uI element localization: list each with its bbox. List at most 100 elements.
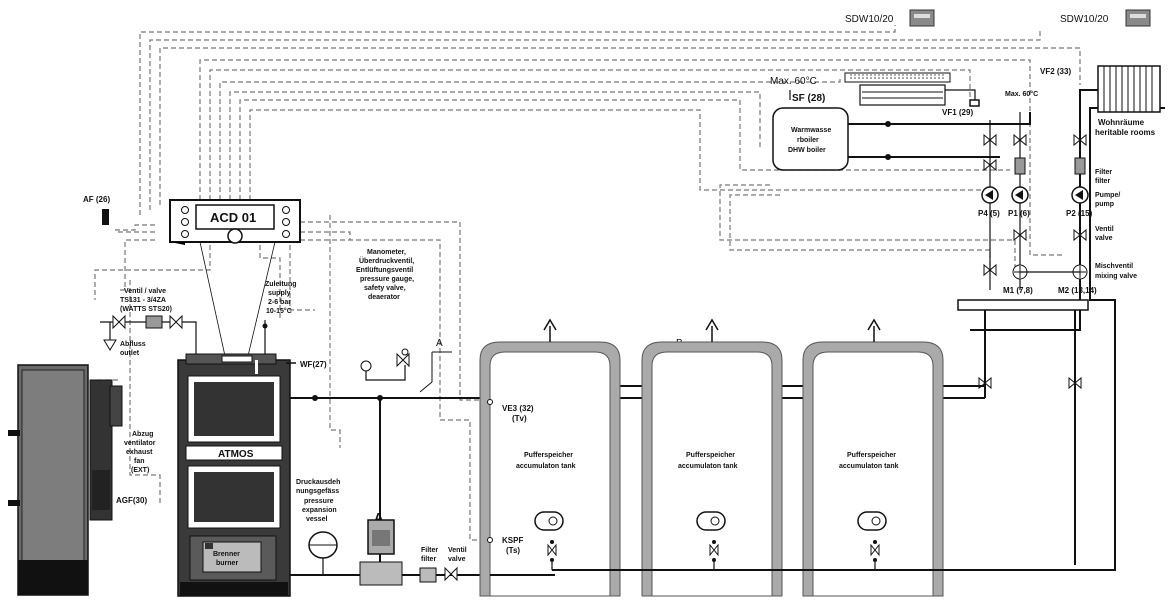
- sf-label: SF (28): [792, 93, 825, 104]
- druck-label-4: expansion: [302, 507, 337, 514]
- filter-label-1: Filter: [1095, 169, 1112, 176]
- filter-label-2: filter: [1095, 178, 1110, 185]
- abzug-label-3: exhaust: [126, 449, 153, 456]
- mano-label-1: Manometer,: [367, 249, 406, 256]
- tank-3-label-1: Pufferspeicher: [847, 452, 896, 459]
- valve-icon: [1073, 228, 1087, 242]
- kspf-label-1: KSPF: [502, 536, 523, 545]
- pump-label-2: pump: [1095, 201, 1114, 208]
- pressure-gauge-icon: [360, 360, 372, 372]
- ventil-b-label-2: valve: [448, 556, 466, 563]
- abzug-label-1: Abzug: [132, 431, 153, 438]
- zul-label-4: 10-15°C: [266, 307, 292, 315]
- controller-knob-icon: [227, 228, 243, 244]
- rooms-label-1: Wohnräume: [1098, 118, 1145, 127]
- mano-label-6: deaerator: [368, 294, 400, 301]
- valve-icon: [1013, 228, 1027, 242]
- wf-label: WF(27): [300, 360, 327, 369]
- druck-label-5: vessel: [306, 516, 327, 523]
- sdw-unit-right: SDW10/20: [1060, 9, 1151, 27]
- marker-a-top: A: [436, 338, 443, 349]
- outdoor-sensor-icon: [102, 209, 109, 225]
- tank-1-body: [489, 351, 611, 597]
- valve-icon: [983, 263, 997, 277]
- dhw-section: Max. 60°C Max. 60°C SF (28) Warmwasse rb…: [770, 72, 1038, 171]
- outdoor-sensor: AF (26): [83, 195, 110, 225]
- radiator-icon: [1097, 65, 1161, 113]
- valve-icon: [444, 566, 458, 582]
- max-temp-small-label: Max. 60°C: [1005, 90, 1038, 98]
- valve-icon: [1013, 133, 1027, 147]
- ventil-label-1: Ventil: [1095, 226, 1114, 233]
- agf-label: AGF(30): [116, 496, 147, 505]
- vf2-label: VF2 (33): [1040, 67, 1071, 76]
- m1-label: M1 (7,8): [1003, 286, 1033, 295]
- tank-2-body: [651, 351, 773, 597]
- tank-1-label-1: Pufferspeicher: [524, 452, 573, 459]
- pump-group-p2: P2 (15) M2 (13,14): [1020, 112, 1097, 295]
- valve-icon: [547, 543, 557, 557]
- zul-label-1: Zuleitung: [265, 281, 297, 288]
- brenner-label-1: Brenner: [213, 551, 240, 558]
- dhw-boiler-tank: [772, 107, 849, 171]
- dhw-label-3: DHW boiler: [788, 147, 826, 154]
- druck-label-3: pressure: [304, 498, 334, 505]
- zul-label-3: 2-6 bar: [268, 299, 291, 306]
- filter-icon: [419, 567, 437, 583]
- valve-icon: [983, 133, 997, 147]
- filter-icon: [1014, 157, 1026, 175]
- max-temp-label: Max. 60°C: [770, 76, 817, 87]
- water-supply: Zuleitung supply 2-6 bar 10-15°C: [262, 281, 297, 360]
- valve-icon: [1068, 376, 1082, 390]
- tank-2: Pufferspeicher accumulaton tank: [641, 318, 783, 597]
- af-label: AF (26): [83, 195, 110, 204]
- sdw-right-label: SDW10/20: [1060, 14, 1109, 25]
- boiler-side-view: Abzug ventilator exhaust fan (EXT) AGF(3…: [8, 364, 156, 596]
- zul-label-2: supply: [268, 290, 291, 297]
- p1-label: P1 (6): [1008, 209, 1030, 218]
- rooms-label-2: heritable rooms: [1095, 128, 1156, 137]
- valve-icon: [112, 314, 126, 330]
- tank-2-label-1: Pufferspeicher: [686, 452, 735, 459]
- tank-3-label-2: accumulaton tank: [839, 463, 899, 470]
- kspf-label-2: (Ts): [506, 546, 520, 555]
- manifold: [957, 299, 1089, 565]
- mano-label-5: safety valve,: [364, 285, 406, 292]
- vf1-label: VF1 (29): [942, 108, 973, 117]
- boiler-atmos: ATMOS Brenner burner WF(27): [177, 353, 327, 597]
- abzug-label-5: (EXT): [131, 467, 149, 474]
- abzug-label-2: ventilator: [124, 440, 156, 447]
- tank-1-label-2: accumulaton tank: [516, 463, 576, 470]
- sdw-left-icon-detail: [914, 14, 930, 18]
- valve-icon: [169, 314, 183, 330]
- filter-icon: [145, 315, 163, 329]
- filter-b-label-1: Filter: [421, 547, 438, 554]
- heat-exchanger-icon: [859, 84, 946, 106]
- tank-3-body: [812, 351, 934, 597]
- valve-icon: [709, 543, 719, 557]
- funnel-icon: [103, 339, 117, 351]
- mix-label-2: mixing valve: [1095, 273, 1137, 280]
- valve-icon: [983, 158, 997, 172]
- druck-label-2: nungsgefäss: [296, 488, 339, 495]
- pump-group-p4: P4 (5): [978, 120, 1000, 290]
- controller-acd01: ACD 01: [169, 199, 301, 357]
- pump-group-p1: P1 (6) M1 (7,8): [1003, 112, 1033, 295]
- loading-unit: A Filter filter Ventil valve: [359, 505, 467, 586]
- p4-label: P4 (5): [978, 209, 1000, 218]
- ventil-b-label-1: Ventil: [448, 547, 467, 554]
- tank-1: Pufferspeicher accumulaton tank VE3 (32)…: [479, 318, 621, 597]
- sdw-right-icon-detail: [1130, 14, 1146, 18]
- safety-valve-icon: [396, 352, 410, 368]
- valve-label-3: (WATTS STS20): [120, 306, 172, 313]
- m2-label: M2 (13,14): [1058, 286, 1097, 295]
- sdw-left-label: SDW10/20: [845, 14, 894, 25]
- p2-label: P2 (15): [1066, 209, 1093, 218]
- sdw-unit-left: SDW10/20: [845, 9, 935, 27]
- abfluss-label-1: Abfluss: [120, 341, 146, 348]
- ve3-label-1: VE3 (32): [502, 404, 534, 413]
- mix-label-1: Mischventil: [1095, 263, 1133, 270]
- mano-label-3: Entlüftungsventil: [356, 267, 413, 274]
- exhaust-fan-icon: [109, 385, 123, 427]
